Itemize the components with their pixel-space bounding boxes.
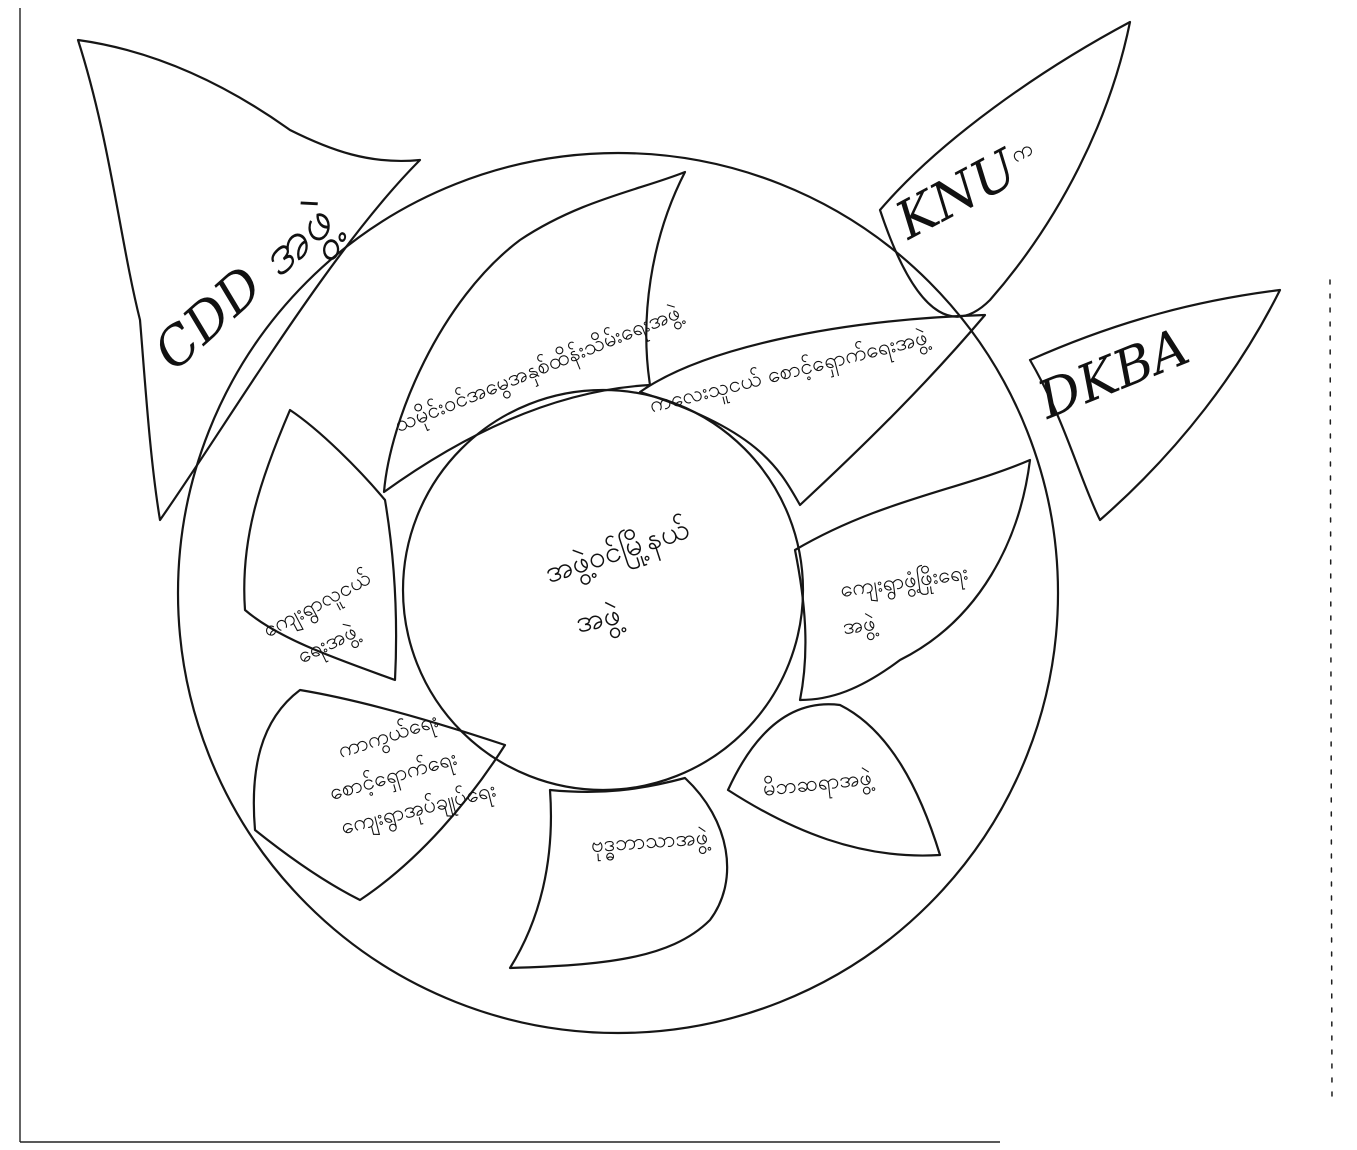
petal-label-village-dev: ကျေးရွာဖွံ့ဖြိုးရေး [838,558,970,608]
inner-petal-bottom [510,778,727,968]
petal-label-village-dev-line2: အဖွဲ့ [841,610,881,645]
petal-label-heritage: သမိုင်းဝင်အမွေအနှစ်ထိန်းသိမ်းရေးအဖွဲ့ [391,298,689,442]
petal-label-parent-teacher: မိဘဆရာအဖွဲ့ [761,764,876,807]
outer-label-cdd: CDD အဖွဲ့ [143,190,354,390]
center-label-line2: အဖွဲ့ [573,596,628,646]
outer-label-knu: KNU [885,137,1029,252]
petal-label-child-protection: ကလေးသူငယ် စောင့်ရှောက်ရေးအဖွဲ့ [647,323,935,423]
outer-label-dkba: DKBA [1029,317,1197,432]
center-label-line1: အဖွဲ့ဝင်မြို့နယ် [540,509,696,596]
frame-right-dashed [1330,280,1332,1100]
petal-label-buddhist: ဗုဒ္ဓဘာသာအဖွဲ့ [590,825,712,863]
inner-circle [403,390,803,790]
